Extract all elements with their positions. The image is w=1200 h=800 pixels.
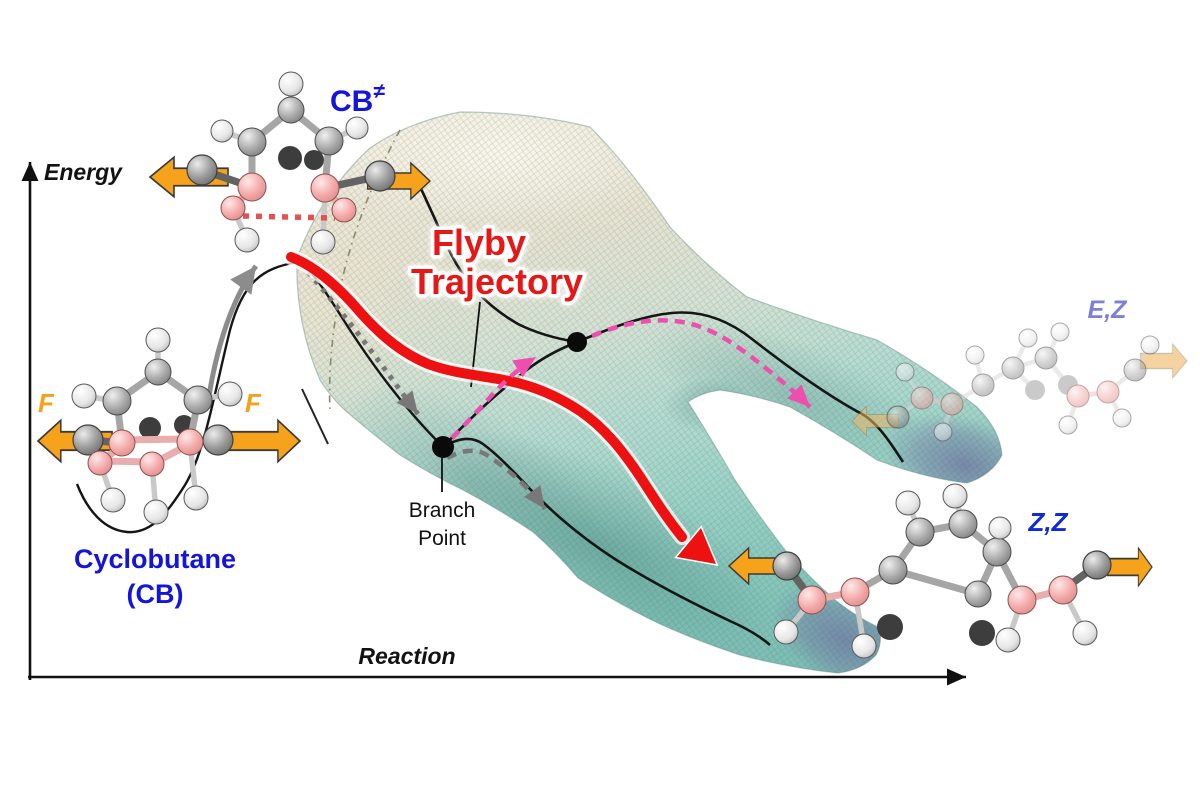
irc-path-saddle-to-upper-branch — [410, 169, 578, 344]
branch-points — [432, 332, 587, 458]
force-label-left: F — [38, 388, 55, 418]
flyby-label-line1: Flyby — [432, 222, 526, 263]
ez-product-molecule — [886, 322, 1160, 442]
reaction-axis-label: Reaction — [358, 643, 455, 669]
pink-branch-paths — [450, 318, 812, 440]
cyclobutane-group: F F Cyclobutane (CB) — [37, 327, 301, 609]
zz-product-group: Z,Z — [728, 483, 1153, 659]
branch-point-dot-lower — [432, 436, 454, 458]
annotations: Flyby Trajectory Branch Point — [407, 219, 586, 551]
force-label-right: F — [245, 388, 262, 418]
flyby-arrowhead — [674, 525, 719, 566]
ez-product-label: E,Z — [1088, 296, 1129, 324]
flyby-label-line2: Trajectory — [411, 261, 583, 302]
activation-arrow — [205, 264, 259, 403]
transition-state-molecule — [186, 71, 396, 255]
gray-dashed-zz-path — [445, 448, 547, 511]
transition-state-group: CB≠ — [149, 71, 431, 255]
zz-product-molecule — [772, 483, 1112, 659]
zz-product-label: Z,Z — [1028, 507, 1069, 537]
branch-point-dot-upper — [567, 332, 587, 352]
axes: Energy Reaction — [21, 159, 966, 686]
force-arrow-zz-right — [1106, 547, 1153, 587]
irc-path-lower-valley — [442, 437, 771, 646]
transition-state-label: CB≠ — [330, 80, 385, 118]
branch-point-label-line2: Point — [418, 527, 466, 550]
breaking-bond-dotted — [242, 213, 336, 221]
pink-dashed-path-to-upper-branch — [450, 355, 538, 440]
cyclobutane-molecule — [71, 327, 243, 525]
surface-outline — [296, 111, 1003, 674]
cyclobutane-abbrev-label: (CB) — [127, 579, 184, 609]
energy-axis-label: Energy — [44, 159, 123, 185]
pink-dashed-path-ez-valley — [591, 318, 812, 409]
gray-dotted-descent-path — [306, 270, 420, 416]
force-arrow-cb-right — [227, 419, 301, 463]
cyclobutane-label: Cyclobutane — [74, 544, 236, 574]
branch-point-label-line1: Branch — [409, 499, 476, 522]
surface-edge-line — [301, 388, 329, 445]
ez-product-group: E,Z — [851, 296, 1188, 442]
irc-path-barrier — [75, 260, 444, 534]
surface-mesh — [296, 112, 1003, 673]
